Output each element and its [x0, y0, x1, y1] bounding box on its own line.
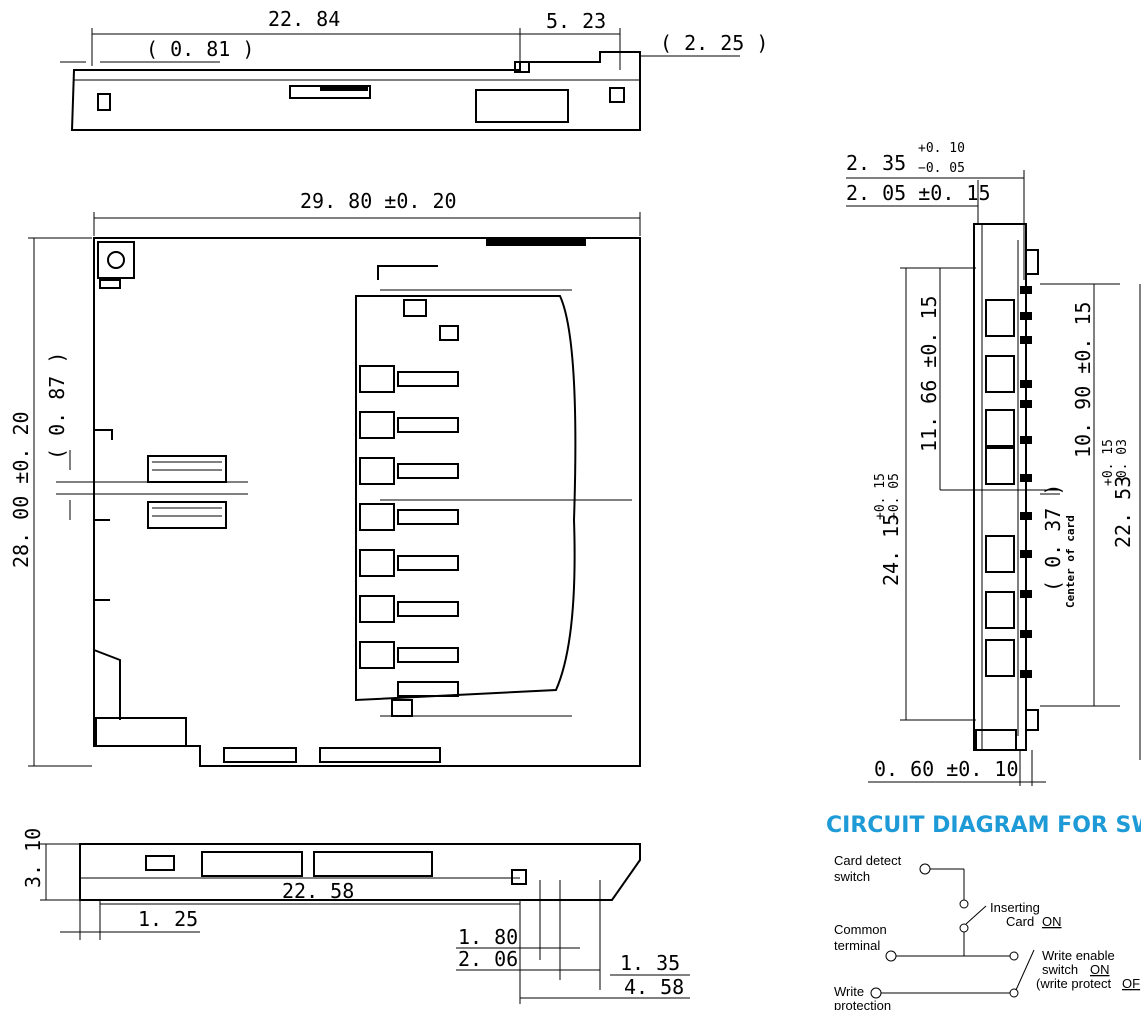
dim-side-full-tol-minus: −0. 05 — [887, 473, 902, 520]
dim-front-height: 28. 00 ±0. 20 — [9, 411, 33, 568]
dim-bottom-b: 1. 80 — [458, 925, 518, 949]
label-write-enable-on: ON — [1090, 962, 1110, 977]
contact-pins — [359, 365, 459, 697]
label-card-detect: Card detect — [834, 853, 902, 868]
dim-top-small: ( 0. 81 ) — [146, 37, 254, 61]
dim-top-offset: 5. 23 — [546, 9, 606, 33]
center-of-card-note: Center of card — [1064, 515, 1077, 608]
dim-side-right-full-tol-plus: +0. 15 — [1101, 439, 1116, 486]
circuit-diagram: CIRCUIT DIAGRAM FOR SWI Card detect swit… — [826, 813, 1141, 1010]
dim-bottom-d: 1. 35 — [620, 951, 680, 975]
dim-side-right-full-tol-minus: −0. 03 — [1115, 439, 1130, 486]
label-write-protect: (write protect — [1036, 976, 1112, 991]
dim-side-bottom: 0. 60 ±0. 10 — [874, 757, 1019, 781]
dim-bottom-a: 1. 25 — [138, 907, 198, 931]
dim-bottom-c: 2. 06 — [458, 947, 518, 971]
dim-side-top: 2. 35 — [846, 151, 906, 175]
dim-front-width: 29. 80 ±0. 20 — [300, 189, 457, 213]
dim-side-left: 11. 66 ±0. 15 — [917, 295, 941, 452]
dim-front-center: ( 0. 87 ) — [45, 352, 69, 460]
dim-side-right-full: 22. 53 — [1111, 476, 1135, 548]
dim-side-second: 2. 05 ±0. 15 — [846, 181, 991, 205]
dim-top-length: 22. 84 — [268, 7, 340, 31]
dim-side-top-tol-plus: +0. 10 — [918, 141, 965, 156]
bottom-view: 3. 10 22. 58 1. 25 1. 80 2. 06 1. 35 4. … — [21, 828, 690, 1004]
dim-bottom-e: 4. 58 — [624, 975, 684, 999]
terminal-common — [885, 950, 897, 962]
dim-bottom-thickness: 3. 10 — [21, 828, 45, 888]
label-card-detect-switch: switch — [834, 869, 870, 884]
circuit-title: CIRCUIT DIAGRAM FOR SWI — [826, 813, 1141, 838]
side-contacts — [1020, 286, 1032, 678]
terminal-card-detect — [919, 863, 931, 875]
label-write-protection: protection — [834, 998, 891, 1010]
dim-top-edge: ( 2. 25 ) — [660, 31, 768, 55]
front-view: 29. 80 ±0. 20 28. 00 ±0. 20 ( 0. 87 ) — [9, 189, 641, 767]
label-write-enable: Write enable — [1042, 948, 1115, 963]
dim-side-center-offset: ( 0. 37 ) — [1041, 484, 1065, 592]
label-write: Write — [834, 984, 864, 999]
label-write-enable-switch: switch — [1042, 962, 1078, 977]
label-inserting: Inserting — [990, 900, 1040, 915]
label-common: Common — [834, 922, 887, 937]
dim-bottom-base: 22. 58 — [282, 879, 354, 903]
label-write-protect-off: OF — [1122, 976, 1140, 991]
dim-side-right: 10. 90 ±0. 15 — [1071, 301, 1095, 458]
side-view: +0. 10 2. 35 −0. 05 2. 05 ±0. 15 — [846, 141, 1141, 786]
label-inserting-card: Card — [1006, 914, 1034, 929]
dim-side-full-tol-plus: +0. 15 — [873, 473, 888, 520]
top-view: 22. 84 5. 23 ( 0. 81 ) ( 2. 25 ) — [60, 7, 768, 131]
label-inserting-on: ON — [1042, 914, 1062, 929]
label-common-terminal: terminal — [834, 938, 880, 953]
dim-side-full: 24. 15 — [879, 514, 903, 586]
dim-side-top-tol-minus: −0. 05 — [918, 161, 965, 176]
terminal-write-protection — [870, 987, 882, 999]
